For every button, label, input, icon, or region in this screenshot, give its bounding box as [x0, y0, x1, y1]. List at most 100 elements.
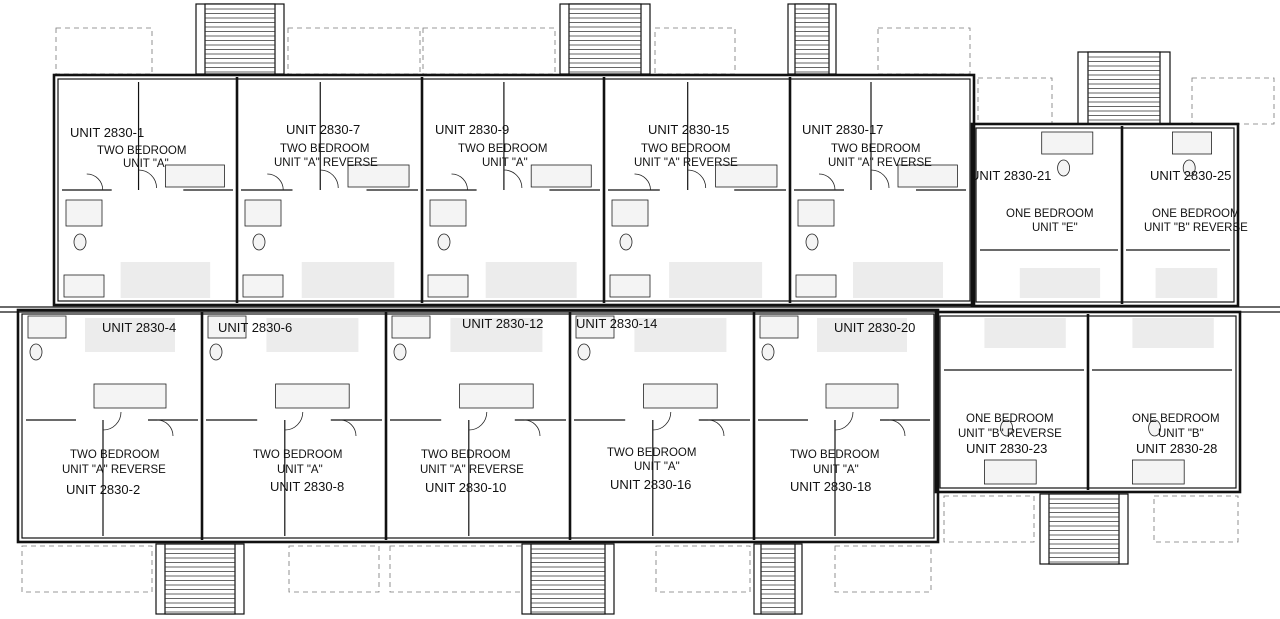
- unit-number: UNIT 2830-10: [425, 480, 506, 495]
- kitchen-counter: [853, 262, 943, 298]
- stair-top-4: [1077, 51, 1171, 125]
- unit-model: UNIT "A": [123, 158, 169, 170]
- unit-type: ONE BEDROOM: [1152, 208, 1240, 220]
- unit-model: UNIT "B" REVERSE: [958, 428, 1062, 440]
- bathtub-fixture: [427, 274, 469, 298]
- door-swing: [320, 169, 339, 189]
- door-swing: [818, 173, 836, 191]
- unit-model: UNIT "A" REVERSE: [828, 157, 932, 169]
- door-swing: [652, 411, 672, 431]
- door-swing: [634, 173, 651, 191]
- unit-type: TWO BEDROOM: [421, 449, 510, 461]
- bathtub-fixture: [575, 315, 615, 339]
- unit-model: UNIT "A": [482, 157, 528, 169]
- unit-type: ONE BEDROOM: [966, 413, 1054, 425]
- door-swing: [156, 419, 174, 437]
- unit-number: UNIT 2830-14: [576, 316, 657, 331]
- toilet-fixture: [73, 233, 87, 251]
- unit-number: UNIT 2830-15: [648, 122, 729, 137]
- unit-model: UNIT "B": [1158, 428, 1204, 440]
- kitchen-counter: [1019, 268, 1101, 298]
- exterior-stairs: [155, 3, 1171, 615]
- unit-number: UNIT 2830-28: [1136, 441, 1217, 456]
- unit-type: TWO BEDROOM: [790, 449, 879, 461]
- bathtub-fixture: [1132, 459, 1185, 485]
- kitchen-counter: [984, 318, 1066, 348]
- door-swing: [267, 173, 284, 191]
- bathtub-fixture: [609, 274, 651, 298]
- door-swing: [834, 411, 854, 431]
- door-swing: [888, 419, 906, 437]
- bathroom-fixture: [825, 383, 899, 409]
- vanity-fixture: [65, 199, 103, 227]
- vanity-fixture: [244, 199, 282, 227]
- toilet-fixture: [437, 233, 451, 251]
- toilet-fixture: [577, 343, 591, 361]
- toilet-fixture: [1057, 159, 1070, 177]
- unit-type: ONE BEDROOM: [1006, 208, 1094, 220]
- bathroom-fixture: [897, 164, 958, 188]
- unit-number: UNIT 2830-2: [66, 482, 140, 497]
- door-swing: [451, 173, 468, 191]
- stair-top-3: [787, 3, 837, 75]
- unit-type: ONE BEDROOM: [1132, 413, 1220, 425]
- door-swing: [86, 173, 104, 191]
- unit-model: UNIT "E": [1032, 222, 1078, 234]
- unit-model: UNIT "A" REVERSE: [634, 157, 738, 169]
- bathtub-fixture: [27, 315, 67, 339]
- unit-type: TWO BEDROOM: [458, 143, 547, 155]
- bathtub-fixture: [759, 315, 799, 339]
- bathroom-fixture: [275, 383, 350, 409]
- vanity-fixture: [797, 199, 835, 227]
- door-swing: [138, 169, 157, 189]
- toilet-fixture: [393, 343, 407, 361]
- bathroom-fixture: [643, 383, 718, 409]
- unit-number: UNIT 2830-9: [435, 122, 509, 137]
- bathroom-fixture: [715, 164, 778, 188]
- door-swing: [503, 169, 523, 189]
- unit-number: UNIT 2830-16: [610, 477, 691, 492]
- toilet-fixture: [761, 343, 775, 361]
- kitchen-counter: [301, 262, 395, 298]
- door-swing: [687, 169, 707, 189]
- bathtub-fixture: [242, 274, 284, 298]
- door-swing: [468, 411, 488, 431]
- stair-bottom-4: [1039, 493, 1129, 565]
- unit-number: UNIT 2830-4: [102, 320, 176, 335]
- stair-top-2: [559, 3, 651, 75]
- unit-number: UNIT 2830-8: [270, 479, 344, 494]
- bathtub-fixture: [795, 274, 837, 298]
- stair-bottom-3: [753, 543, 803, 615]
- unit-type: TWO BEDROOM: [97, 145, 186, 157]
- bathtub-fixture: [1172, 131, 1213, 155]
- unit-type: TWO BEDROOM: [641, 143, 730, 155]
- door-swing: [870, 169, 890, 189]
- bathroom-fixture: [93, 383, 167, 409]
- unit-model: UNIT "A" REVERSE: [420, 464, 524, 476]
- bathtub-fixture: [984, 459, 1037, 485]
- toilet-fixture: [619, 233, 633, 251]
- unit-number: UNIT 2830-23: [966, 441, 1047, 456]
- kitchen-counter: [1132, 318, 1214, 348]
- unit-model: UNIT "A" REVERSE: [62, 464, 166, 476]
- toilet-fixture: [805, 233, 819, 251]
- unit-type: TWO BEDROOM: [280, 143, 369, 155]
- unit-number: UNIT 2830-12: [462, 316, 543, 331]
- door-swing: [523, 419, 541, 437]
- toilet-fixture: [1182, 159, 1196, 177]
- kitchen-counter: [1155, 268, 1218, 298]
- bathtub-fixture: [391, 315, 431, 339]
- kitchen-counter: [120, 262, 211, 298]
- unit-type: TWO BEDROOM: [70, 449, 159, 461]
- door-swing: [339, 419, 357, 437]
- building-walls: [0, 73, 1280, 544]
- door-swing: [707, 419, 725, 437]
- bathtub-fixture: [1041, 131, 1094, 155]
- vanity-fixture: [611, 199, 649, 227]
- bathroom-fixture: [459, 383, 534, 409]
- unit-number: UNIT 2830-20: [834, 320, 915, 335]
- toilet-fixture: [29, 343, 43, 361]
- kitchen-counter: [450, 318, 543, 352]
- unit-model: UNIT "A": [634, 461, 680, 473]
- unit-number: UNIT 2830-7: [286, 122, 360, 137]
